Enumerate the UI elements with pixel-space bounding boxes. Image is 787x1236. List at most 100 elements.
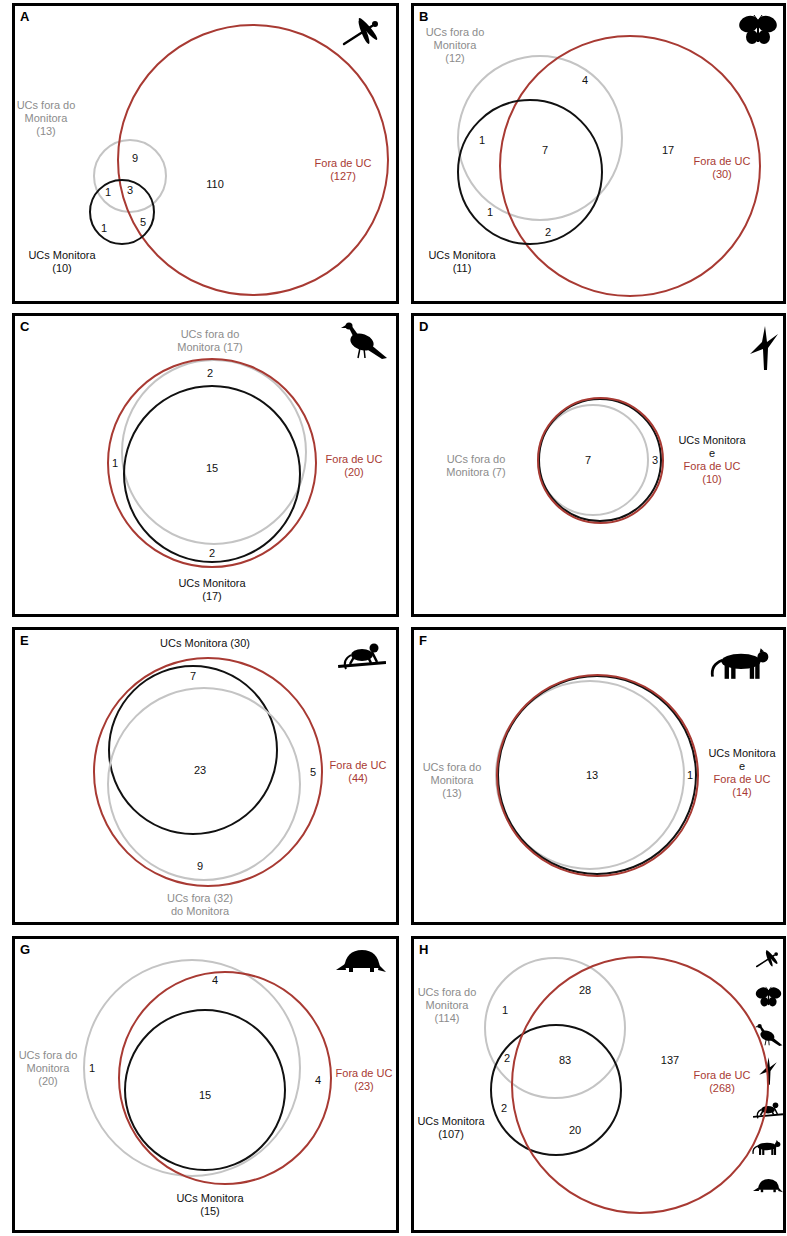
venn-panel: AUCs fora do Monitora (13)Fora de UC (12…: [12, 3, 399, 304]
panel-letter: F: [419, 633, 427, 648]
circle-outline: [108, 688, 300, 880]
region-count: 1: [112, 457, 118, 470]
circle-stroke: [512, 957, 768, 1213]
puma-icon: [712, 648, 768, 679]
bird-icon: [755, 1024, 783, 1046]
region-count: 1: [479, 134, 485, 147]
region-count: 83: [559, 1054, 571, 1067]
circle-outline: [119, 972, 331, 1184]
set-circle: UCs Monitora e: [539, 399, 661, 521]
circle-stroke: [109, 666, 277, 834]
set-circle: Fora de UC (44): [94, 658, 322, 886]
panel-letter: B: [419, 9, 428, 24]
region-count: 17: [662, 144, 674, 157]
set-label: UCs fora do Monitora (7): [445, 453, 507, 479]
set-circle: UCs fora do Monitora (17): [122, 360, 306, 544]
set-label: UCs Monitora e: [706, 747, 778, 773]
circle-stroke: [125, 1010, 285, 1170]
region-count: 13: [586, 769, 598, 782]
set-label: Fora de UC (10): [676, 460, 748, 486]
region-count: 20: [569, 1124, 581, 1137]
region-count: 4: [212, 974, 218, 987]
set-label: UCs fora do Monitora (17): [160, 328, 260, 354]
armadillo-icon: [753, 1179, 783, 1192]
panel-letter: E: [20, 633, 29, 648]
set-circle: UCs Monitora (10): [90, 180, 154, 244]
set-circle: UCs Monitora (11): [458, 100, 602, 244]
region-count: 4: [315, 1074, 321, 1087]
set-label: UCs Monitora (30): [150, 637, 260, 650]
circle-stroke: [119, 972, 331, 1184]
butterfly-icon: [754, 986, 783, 1007]
set-circle: UCs fora do Monitora (20): [84, 960, 300, 1176]
region-count: 1: [687, 769, 693, 782]
set-label: Fora de UC (268): [691, 1069, 753, 1095]
set-circle: Fora de UC (127): [118, 25, 388, 295]
set-label: UCs Monitora (10): [26, 249, 98, 275]
circle-outline: [539, 399, 661, 521]
set-label: UCs Monitora (11): [426, 249, 498, 275]
region-count: 1: [502, 1004, 508, 1017]
region-count: 9: [197, 860, 203, 873]
armadillo-icon: [336, 950, 386, 972]
set-label: Fora de UC (44): [327, 759, 389, 785]
set-label: Fora de UC (30): [691, 155, 753, 181]
set-label: UCs fora do Monitora (114): [416, 986, 478, 1025]
region-count: 5: [310, 766, 316, 779]
circle-outline: [94, 658, 322, 886]
panel-letter: D: [419, 319, 428, 334]
region-count: 1: [487, 206, 493, 219]
puma-icon: [753, 1140, 780, 1155]
region-count: 5: [140, 216, 146, 229]
frigatebird-icon: [750, 326, 778, 370]
venn-panel: F UCs fora do Monitora (13) UCs Monitora e…: [411, 627, 786, 925]
circle-stroke: [538, 405, 648, 515]
dragonfly-icon: [757, 949, 779, 967]
circle-stroke: [118, 25, 388, 295]
butterfly-icon: [737, 13, 779, 44]
set-circle: UCs Monitora (107): [491, 1025, 621, 1155]
region-count: 3: [652, 454, 658, 467]
circle-stroke: [497, 675, 698, 876]
set-label: UCs Monitora (17): [176, 577, 248, 603]
set-circle: Fora de UC (10): [538, 398, 663, 523]
circle-stroke: [84, 960, 300, 1176]
region-count: 28: [579, 984, 591, 997]
region-count: 110: [206, 178, 224, 191]
circle-stroke: [94, 140, 166, 212]
set-circle: UCs fora do Monitora (7): [538, 405, 648, 515]
region-count: 1: [105, 186, 111, 199]
set-label: Fora de UC (14): [706, 773, 778, 799]
panel-letter: C: [20, 319, 29, 334]
region-count: 15: [206, 462, 218, 475]
bird-icon: [341, 323, 387, 360]
set-label: UCs fora do Monitora (20): [17, 1049, 79, 1088]
panel-letter: G: [20, 942, 30, 957]
set-label: UCs Monitora e: [676, 434, 748, 460]
circle-stroke: [94, 658, 322, 886]
circle-outline: [491, 1025, 621, 1155]
venn-panel: CUCs fora do Monitora (17)Fora de UC (20…: [12, 313, 399, 617]
venn-panel: EUCs Monitora (30)Fora de UC (44)UCs for…: [12, 627, 399, 925]
set-label: UCs fora do Monitora (13): [421, 761, 483, 800]
region-count: 2: [207, 367, 213, 380]
circle-stroke: [108, 359, 316, 567]
circle-outline: [94, 140, 166, 212]
region-count: 1: [101, 222, 107, 235]
set-circle: Fora de UC (23): [119, 972, 331, 1184]
circle-stroke: [124, 386, 300, 562]
set-label: UCs fora do Monitora (12): [424, 26, 486, 65]
monkey-icon: [338, 644, 386, 670]
circle-outline: [84, 960, 300, 1176]
circle-outline: [538, 405, 648, 515]
circle-stroke: [491, 1025, 621, 1155]
region-count: 23: [194, 764, 206, 777]
region-count: 3: [127, 184, 133, 197]
set-label: Fora de UC (127): [312, 157, 374, 183]
circle-outline: [90, 180, 154, 244]
venn-panel: GUCs fora do Monitora (20)Fora de UC (23…: [12, 936, 399, 1233]
set-circle: UCs fora (32) do Monitora: [108, 688, 300, 880]
set-circle: UCs fora do Monitora (13): [94, 140, 166, 212]
circle-outline: [109, 666, 277, 834]
